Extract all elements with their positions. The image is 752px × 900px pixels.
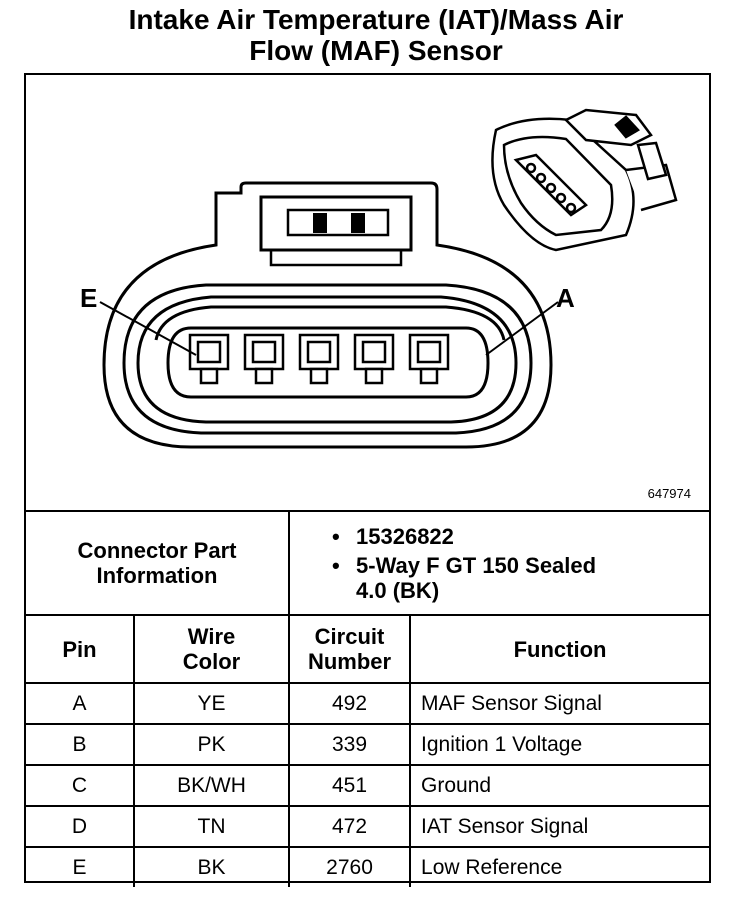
connector-diagram: E A 647974 <box>26 75 709 510</box>
part-number: 15326822 <box>356 523 454 549</box>
diagram-frame: E A 647974 Connector Part Info <box>24 73 711 887</box>
cell-wire-color: YE <box>132 682 291 725</box>
table-row: E BK 2760 Low Reference <box>26 846 710 887</box>
connector-info-label: Connector Part Information <box>26 510 291 616</box>
header-circuit-number: Circuit Number <box>288 614 412 684</box>
connector-3d-illustration <box>491 108 678 252</box>
table-row: B PK 339 Ignition 1 Voltage <box>26 723 710 766</box>
connector-face-drawing: E A <box>80 108 678 449</box>
cell-wire-color: PK <box>132 723 291 766</box>
header-circuit-text-1: Circuit <box>314 624 385 649</box>
seal-ring-inner <box>136 295 518 424</box>
connector-item-description: • 5-Way F GT 150 Sealed 4.0 (BK) <box>332 553 709 603</box>
cell-function: MAF Sensor Signal <box>409 682 710 725</box>
table-header-row: Pin Wire Color Circuit Number Function <box>26 614 710 684</box>
cell-pin: D <box>26 805 135 848</box>
leader-line-a <box>485 301 559 356</box>
cell-pin: B <box>26 723 135 766</box>
connector-label-line-2: Information <box>96 563 218 588</box>
connector-info-values: • 15326822 • 5-Way F GT 150 Sealed 4.0 (… <box>288 510 710 616</box>
terminal-cavity-c <box>298 333 340 385</box>
header-circuit-text-2: Number <box>307 649 392 674</box>
cell-pin: C <box>26 764 135 807</box>
cell-pin: A <box>26 682 135 725</box>
table-row: A YE 492 MAF Sensor Signal <box>26 682 710 725</box>
page-title: Intake Air Temperature (IAT)/Mass Air Fl… <box>0 4 752 66</box>
header-wire-text-2: Color <box>182 649 241 674</box>
connector-info-row: Connector Part Information • 15326822 • … <box>26 510 710 616</box>
cell-wire-color: TN <box>132 805 291 848</box>
terminal-cavity-e <box>188 333 230 385</box>
terminal-cavity-b <box>353 333 395 385</box>
pinout-table: Connector Part Information • 15326822 • … <box>26 510 710 887</box>
terminal-cavity-a <box>408 333 450 385</box>
cell-wire-color: BK/WH <box>132 764 291 807</box>
header-wire-text-1: Wire <box>187 624 236 649</box>
connector-item-part-number: • 15326822 <box>332 524 709 549</box>
terminal-cavities <box>188 333 450 385</box>
cell-circuit: 472 <box>288 805 412 848</box>
header-function: Function <box>409 614 710 684</box>
pin-label-a: A <box>556 283 575 313</box>
bullet-glyph: • <box>332 552 340 578</box>
cell-function: IAT Sensor Signal <box>409 805 710 848</box>
cell-function: Ignition 1 Voltage <box>409 723 710 766</box>
pin-label-e: E <box>80 283 97 313</box>
header-pin-text: Pin <box>62 636 97 662</box>
cell-circuit: 492 <box>288 682 412 725</box>
cell-circuit: 339 <box>288 723 412 766</box>
cell-function: Low Reference <box>409 846 710 887</box>
terminal-cavity-d <box>243 333 285 385</box>
connector-label-line-1: Connector Part <box>77 538 237 563</box>
bullet-glyph: • <box>332 523 340 549</box>
table-row: D TN 472 IAT Sensor Signal <box>26 805 710 848</box>
description-line-1: 5-Way F GT 150 Sealed <box>356 552 597 578</box>
figure-number: 647974 <box>647 486 691 501</box>
title-line-2: Flow (MAF) Sensor <box>249 35 503 66</box>
description-line-2: 4.0 (BK) <box>356 577 440 603</box>
cell-circuit: 2760 <box>288 846 412 887</box>
cell-pin: E <box>26 846 135 887</box>
cell-wire-color: BK <box>132 846 291 887</box>
cell-circuit: 451 <box>288 764 412 807</box>
table-row: C BK/WH 451 Ground <box>26 764 710 807</box>
leader-line-e <box>99 301 197 356</box>
header-wire-color: Wire Color <box>132 614 291 684</box>
header-pin: Pin <box>26 614 135 684</box>
title-line-1: Intake Air Temperature (IAT)/Mass Air <box>128 4 624 35</box>
header-function-text: Function <box>513 636 607 662</box>
cell-function: Ground <box>409 764 710 807</box>
